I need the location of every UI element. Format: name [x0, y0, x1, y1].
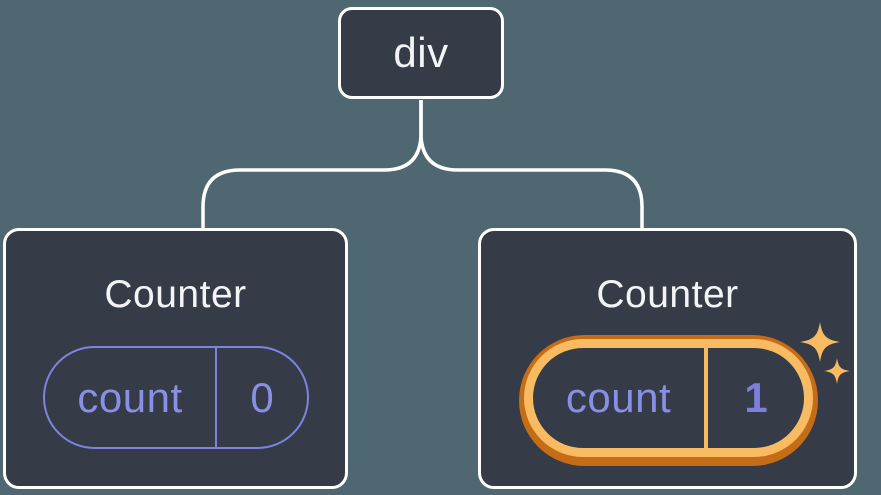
- card-title: Counter: [596, 273, 739, 316]
- state-pill: count 1: [533, 348, 804, 448]
- state-value: 1: [744, 374, 768, 421]
- card-title: Counter: [104, 273, 247, 316]
- counter-card-left: Counter count 0: [3, 228, 348, 489]
- root-node-div: div: [338, 7, 504, 99]
- state-key: count: [45, 348, 217, 447]
- state-key: count: [533, 348, 708, 448]
- state-highlight-ring: count 1: [519, 335, 818, 466]
- connector-right-branch: [419, 100, 644, 228]
- sparkle-stars-icon: [800, 322, 850, 384]
- root-node-label: div: [393, 29, 449, 76]
- state-value: 0: [250, 373, 274, 421]
- state-pill: count 0: [43, 346, 309, 449]
- counter-card-right: Counter count 1: [478, 228, 857, 489]
- connector-left-branch: [201, 100, 423, 228]
